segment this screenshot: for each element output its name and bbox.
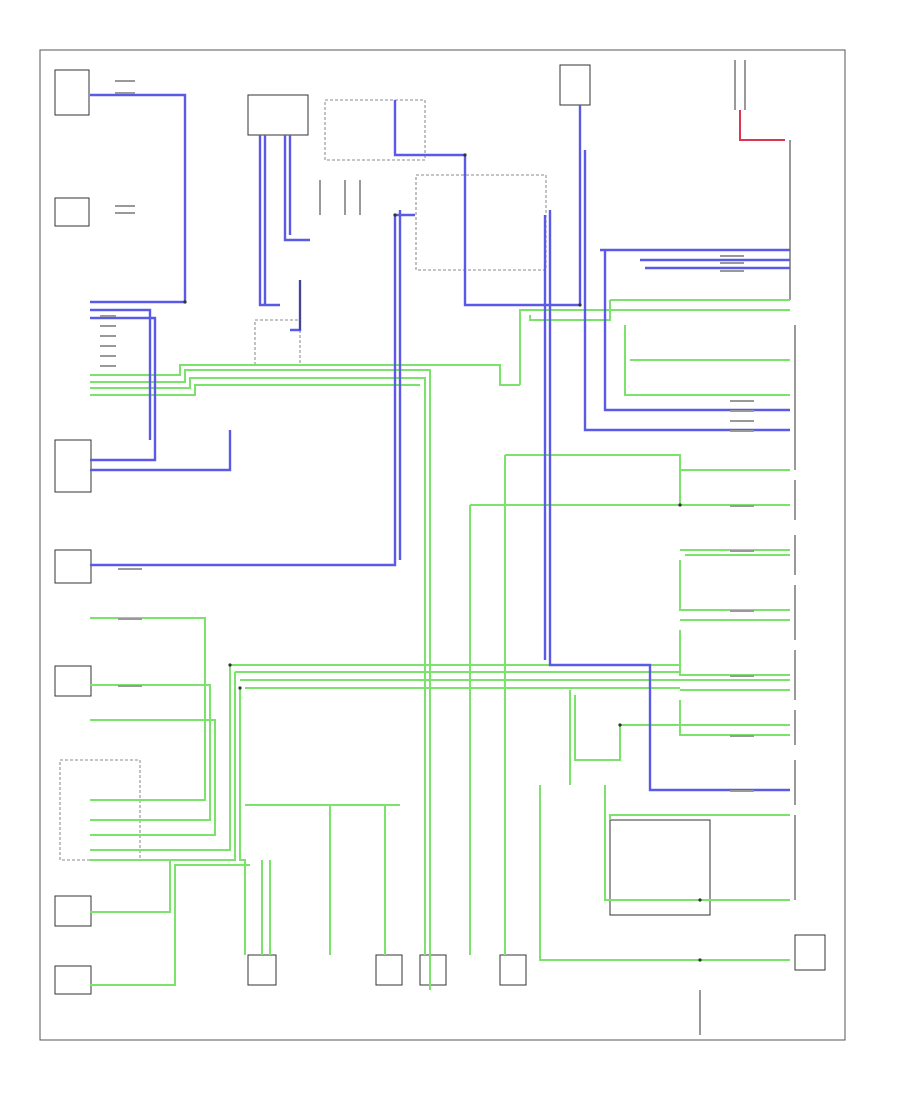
red-wires — [739, 110, 785, 141]
splice-points — [183, 153, 702, 962]
leader-lines — [299, 60, 746, 1035]
diagram-frame — [39, 49, 846, 1041]
wire-tick-marks — [100, 80, 754, 792]
green-wires — [90, 299, 790, 990]
blue-wires — [90, 93, 790, 792]
right-connector-strip — [789, 140, 796, 900]
component-boxes — [54, 64, 826, 995]
